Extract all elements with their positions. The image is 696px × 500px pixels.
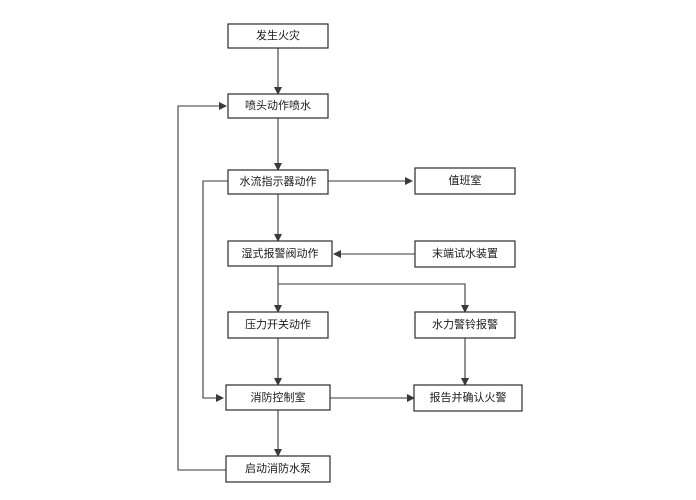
node-fire-control-room: 消防控制室 [225,384,331,411]
node-sprinkler-spray: 喷头动作喷水 [227,93,329,119]
node-start-fire-pump: 启动消防水泵 [225,455,331,483]
edge-flow-indicator-feedback-to-control-room [202,180,228,402]
edge-alarm-valve-to-water-bell [278,283,469,313]
node-pressure-switch-label: 压力开关动作 [245,317,311,331]
node-end-test-device-label: 末端试水装置 [432,246,498,260]
node-duty-room-label: 值班室 [449,173,482,187]
node-fire-occurs: 发生火灾 [227,23,329,49]
node-flow-indicator-label: 水流指示器动作 [240,174,317,188]
node-wet-alarm-valve-label: 湿式报警阀动作 [242,246,319,260]
edge-pump-loop-to-sprinkler [177,102,227,471]
node-fire-control-room-label: 消防控制室 [251,390,306,404]
node-pressure-switch: 压力开关动作 [227,311,329,339]
node-wet-alarm-valve: 湿式报警阀动作 [227,240,333,267]
node-end-test-device: 末端试水装置 [414,240,516,268]
node-fire-occurs-label: 发生火灾 [256,28,300,42]
node-sprinkler-spray-label: 喷头动作喷水 [245,99,311,112]
node-flow-indicator: 水流指示器动作 [227,169,329,195]
node-water-alarm-bell-label: 水力警铃报警 [432,317,498,331]
node-report-confirm-label: 报告并确认火警 [430,390,507,404]
node-start-fire-pump-label: 启动消防水泵 [245,461,311,475]
node-duty-room: 值班室 [414,167,516,195]
node-report-confirm: 报告并确认火警 [413,384,523,412]
node-water-alarm-bell: 水力警铃报警 [414,311,516,339]
edges [177,48,469,471]
